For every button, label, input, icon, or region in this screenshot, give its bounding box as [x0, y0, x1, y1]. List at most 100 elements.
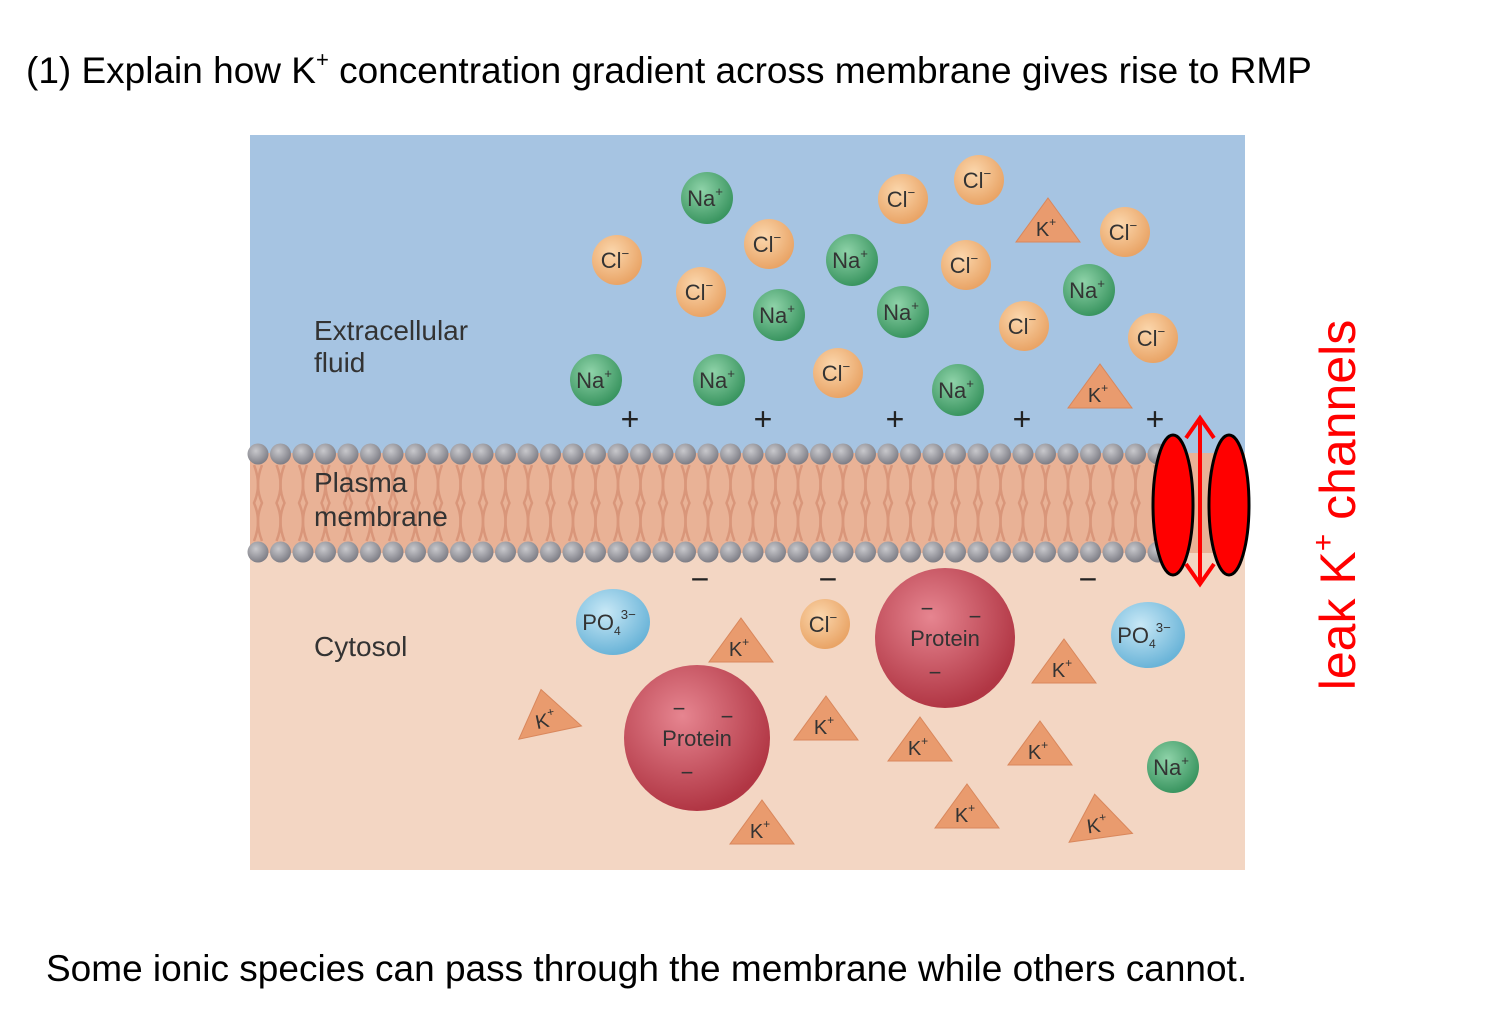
sodium-ion: Na+ [932, 364, 984, 416]
potassium-ion: K+ [729, 799, 795, 845]
lipid-tail [256, 464, 264, 542]
sodium-label: Na+ [699, 366, 735, 393]
lipid-tail [365, 464, 372, 542]
lipid-tail [680, 464, 687, 542]
channel-protein-left [1151, 433, 1195, 577]
potassium-label: K+ [1028, 738, 1048, 764]
phospholipid-head [900, 443, 921, 465]
phospholipid-head [247, 541, 269, 563]
chloride-ion: Cl− [676, 267, 726, 317]
phospholipid-head [832, 541, 854, 563]
lipid-tail [301, 464, 309, 542]
phospholipid-head [922, 541, 944, 563]
lipid-tail [549, 464, 556, 542]
phospholipid-head [877, 541, 899, 563]
protein-label: Protein [910, 626, 980, 651]
potassium-ion: K+ [887, 716, 953, 762]
lipid-tail [346, 464, 354, 542]
potassium-label: K+ [1036, 215, 1056, 241]
phospholipid-head [247, 443, 269, 465]
phospholipid-head [967, 443, 989, 465]
lipid-tail [297, 464, 305, 542]
chloride-label: Cl− [809, 610, 838, 637]
phospholipid-head [270, 443, 291, 465]
chloride-ion: Cl− [999, 301, 1049, 351]
phospholipid-head [405, 443, 426, 465]
lipid-tail [1021, 464, 1029, 542]
phospholipid-head [945, 541, 966, 563]
phospholipid-head [877, 443, 899, 465]
chloride-label: Cl− [963, 166, 992, 193]
lipid-tail [905, 464, 912, 542]
lipid-tail [1134, 464, 1141, 542]
phospholipid-head [967, 541, 989, 563]
lipid-tail [567, 464, 575, 542]
phospholipid-head [1080, 443, 1101, 465]
potassium-label: K+ [729, 635, 749, 661]
lipid-tail [1040, 464, 1047, 542]
lipid-tail [774, 464, 781, 542]
lipid-tail [815, 464, 822, 542]
lipid-tail [477, 464, 485, 542]
sodium-label: Na+ [576, 366, 612, 393]
lipid-tail [594, 464, 601, 542]
potassium-label: K+ [750, 817, 770, 843]
potassium-ion: K+ [1067, 363, 1133, 409]
protein-charge: − [673, 696, 686, 721]
membrane-label-line2: membrane [314, 501, 448, 532]
sodium-label: Na+ [1153, 753, 1189, 780]
sodium-ion: Na+ [693, 354, 745, 406]
lipid-tail [414, 464, 421, 542]
lipid-tail [571, 464, 579, 542]
phospholipid-head [855, 443, 876, 465]
lipid-tails [252, 464, 1164, 542]
phospholipid-head [990, 541, 1011, 563]
phospholipid-head [450, 541, 471, 563]
chloride-label: Cl− [950, 251, 979, 278]
protein-anion: Protein−−− [624, 665, 770, 811]
lipid-tail [995, 464, 1002, 542]
phospholipid-head [810, 443, 831, 465]
lipid-tail [1062, 464, 1070, 542]
lipid-tail [770, 464, 777, 542]
potassium-ion: K+ [518, 688, 583, 740]
lipid-tail [279, 464, 286, 542]
phospholipid-head [742, 443, 764, 465]
phospholipid-head [720, 541, 741, 563]
lipid-tail [796, 464, 804, 542]
channel-arrow-down [1184, 562, 1216, 588]
lipid-tail [976, 464, 984, 542]
phospholipid-head [1035, 443, 1056, 465]
phospholipid-head [607, 443, 629, 465]
lipid-tail [706, 464, 714, 542]
leak-k-channel [1151, 414, 1251, 588]
phosphate-label: PO43− [1117, 620, 1171, 651]
lipid-tail [751, 464, 759, 542]
ion-particles: Na+Na+Na+Na+Na+Na+Na+Na+Cl−Cl−Cl−Cl−Cl−C… [518, 155, 1199, 845]
lipid-tail [481, 464, 489, 542]
phospholipid-head [765, 541, 786, 563]
sodium-ion: Na+ [681, 172, 733, 224]
lipid-tail [320, 464, 327, 542]
phosphate-ion: PO43− [1111, 602, 1185, 668]
chloride-label: Cl− [753, 230, 782, 257]
negative-charge: − [819, 561, 838, 597]
phospholipid-head [1125, 443, 1146, 465]
lipid-tail [860, 464, 867, 542]
lipid-tail [837, 464, 845, 542]
lipid-tail [792, 464, 800, 542]
phospholipid-head [585, 443, 606, 465]
chloride-label: Cl− [685, 278, 714, 305]
lipid-tail [886, 464, 894, 542]
phospholipid-head [315, 443, 336, 465]
phospholipid-head [832, 443, 854, 465]
lipid-tail [410, 464, 417, 542]
phospholipid-head [945, 443, 966, 465]
sodium-ion: Na+ [753, 289, 805, 341]
phospholipid-head [855, 541, 876, 563]
lipid-tail [252, 464, 260, 542]
lipid-tail [432, 464, 440, 542]
lipid-tail [616, 464, 624, 542]
protein-charge: − [969, 604, 982, 629]
